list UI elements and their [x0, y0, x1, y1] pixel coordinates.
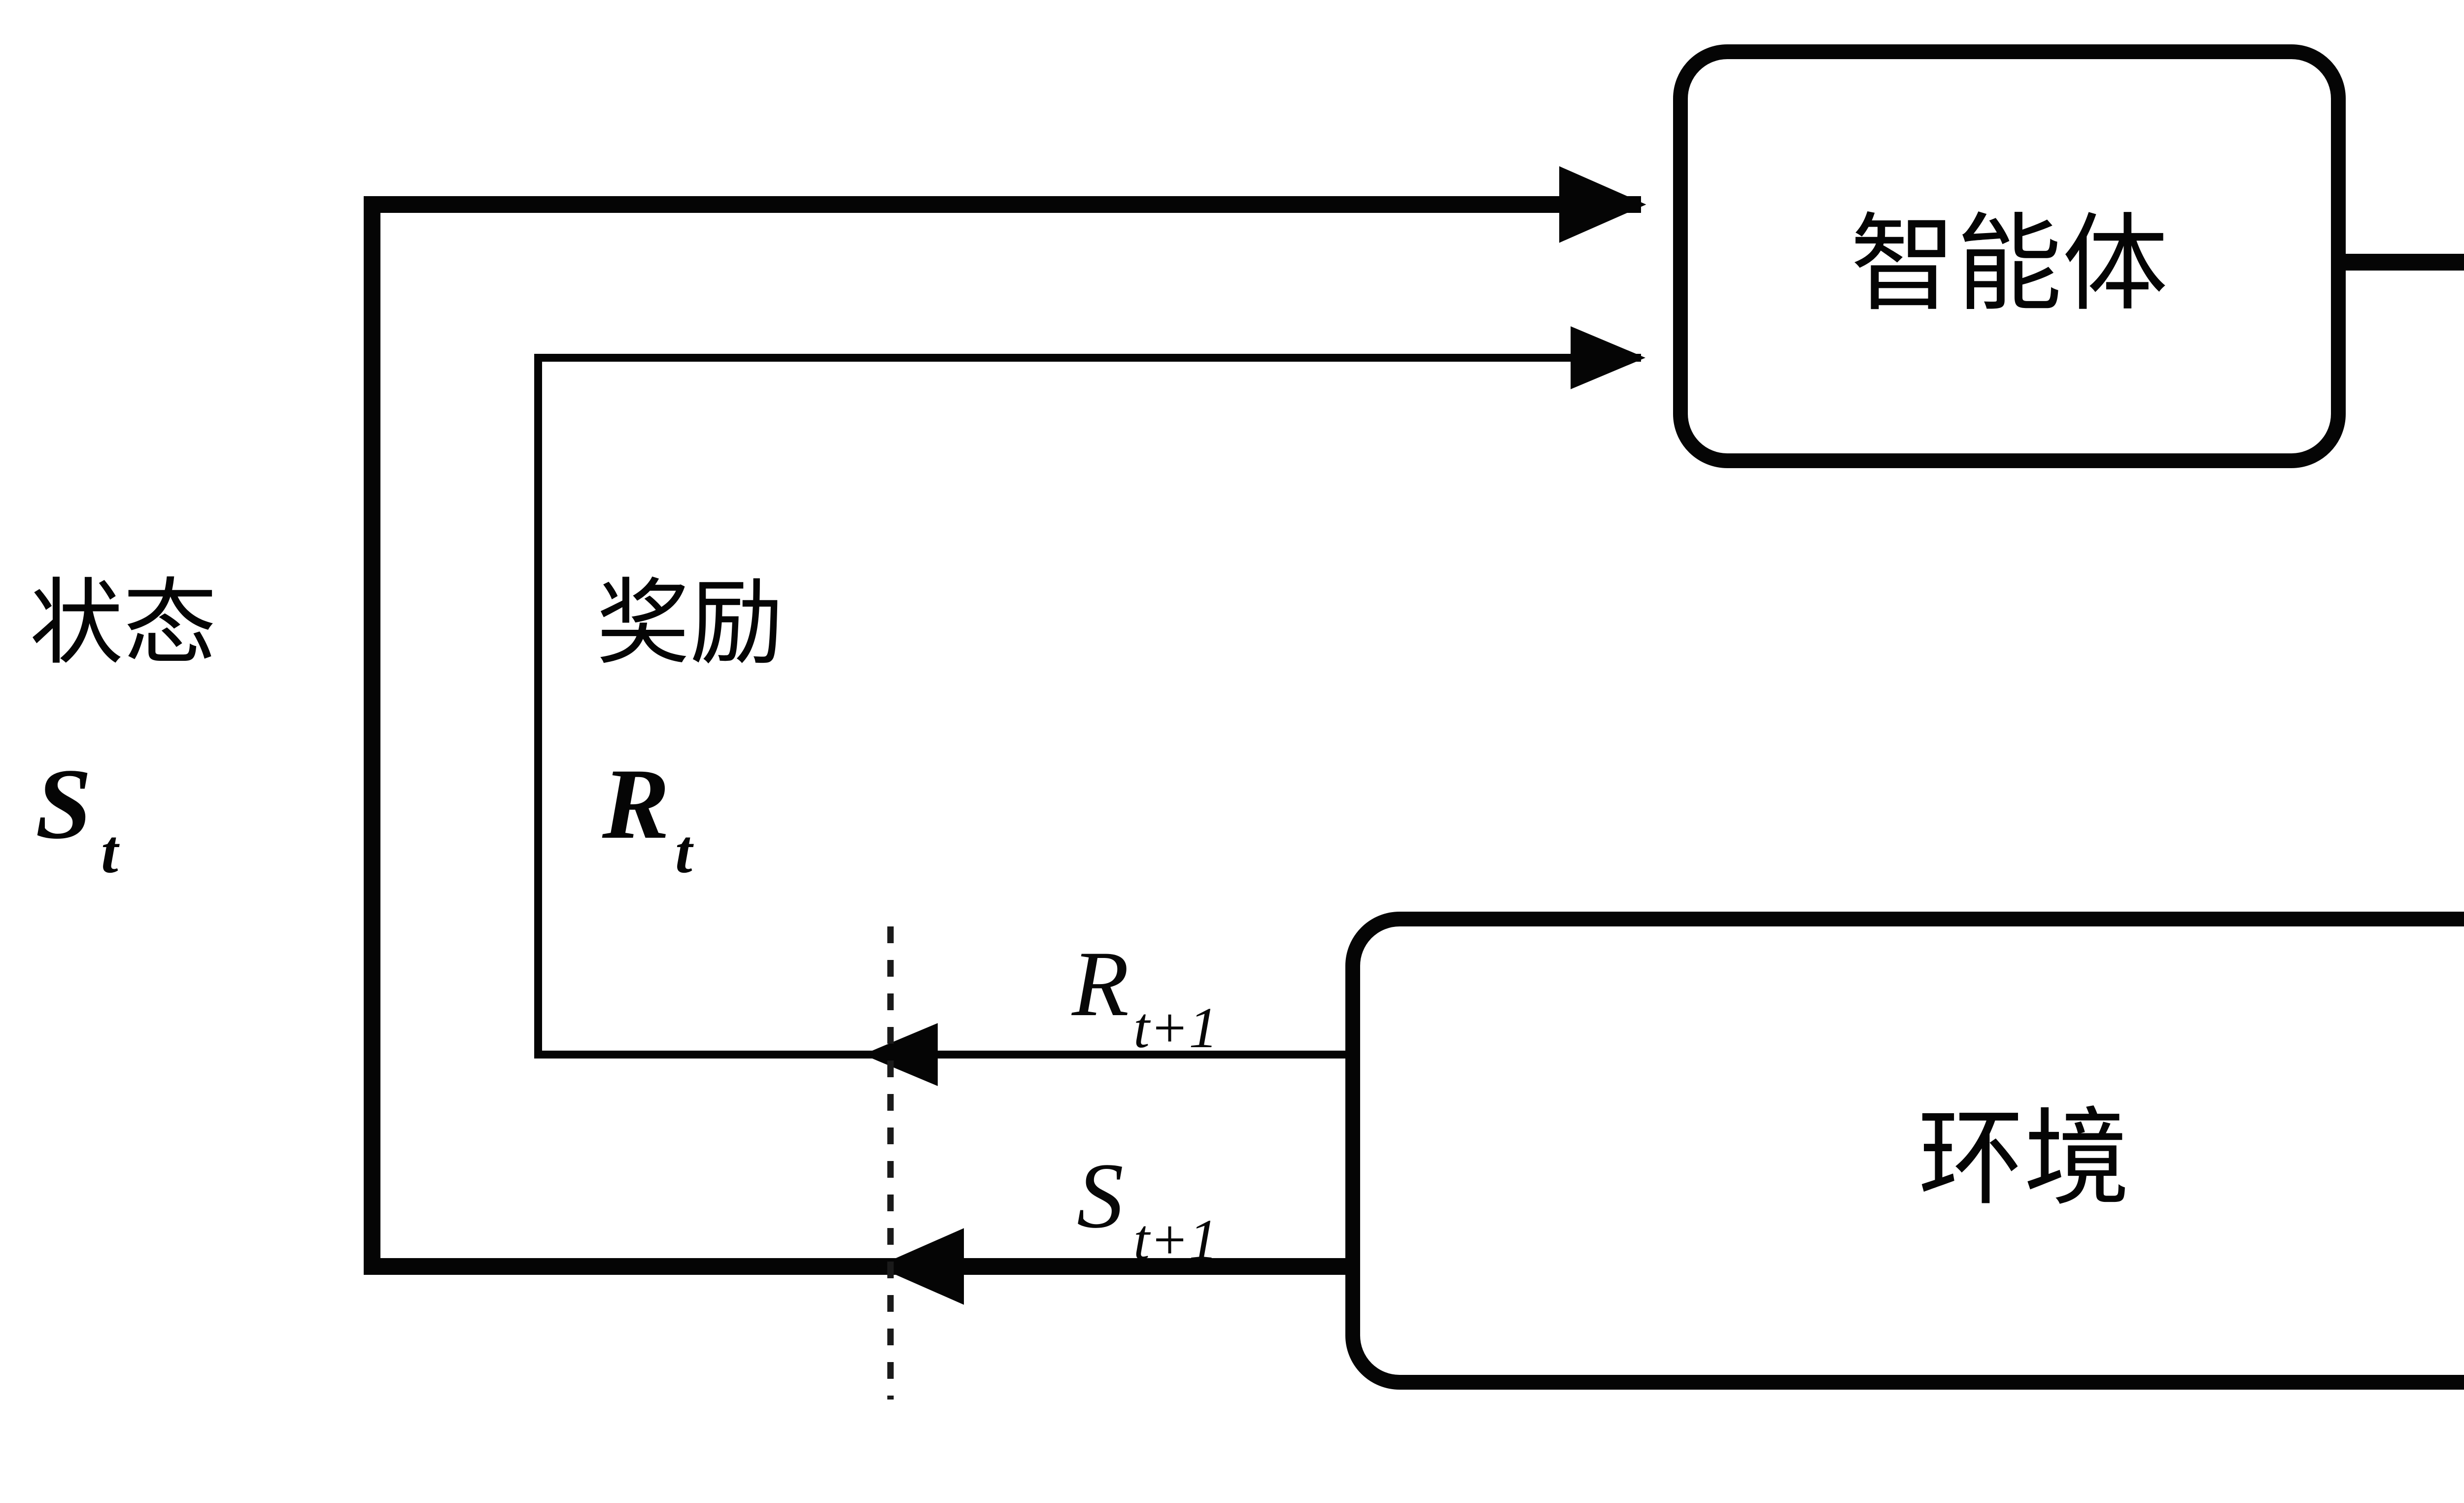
- state-label-cjk: 状态: [30, 573, 217, 676]
- reward-label-cjk: 奖励: [596, 573, 784, 676]
- state-feedback-edge: [364, 166, 1646, 1275]
- state-next-subscript: t+1: [1133, 1207, 1218, 1272]
- environment-label: 环境: [1918, 1100, 2130, 1218]
- state-label-group: 状态 S t: [30, 573, 217, 886]
- reward-label-symbol: R: [602, 748, 670, 860]
- state-label-subscript: t: [101, 818, 120, 886]
- environment-node[interactable]: 环境: [1345, 912, 2464, 1390]
- state-next-label-group: S t+1: [1077, 1144, 1218, 1272]
- reward-next-symbol: R: [1071, 932, 1129, 1036]
- reward-next-label-group: R t+1: [1071, 932, 1218, 1060]
- agent-label: 智能体: [1850, 206, 2168, 324]
- state-label-symbol: S: [35, 748, 92, 860]
- agent-node[interactable]: 智能体: [1673, 44, 2346, 468]
- agent-box[interactable]: [1673, 44, 2346, 468]
- reward-next-subscript: t+1: [1133, 995, 1218, 1060]
- environment-box[interactable]: [1345, 912, 2464, 1390]
- state-feedback-path: [364, 166, 1646, 1275]
- state-next-symbol: S: [1077, 1144, 1124, 1248]
- reward-label-subscript: t: [675, 818, 694, 886]
- reward-label-group: 奖励 R t: [596, 573, 784, 886]
